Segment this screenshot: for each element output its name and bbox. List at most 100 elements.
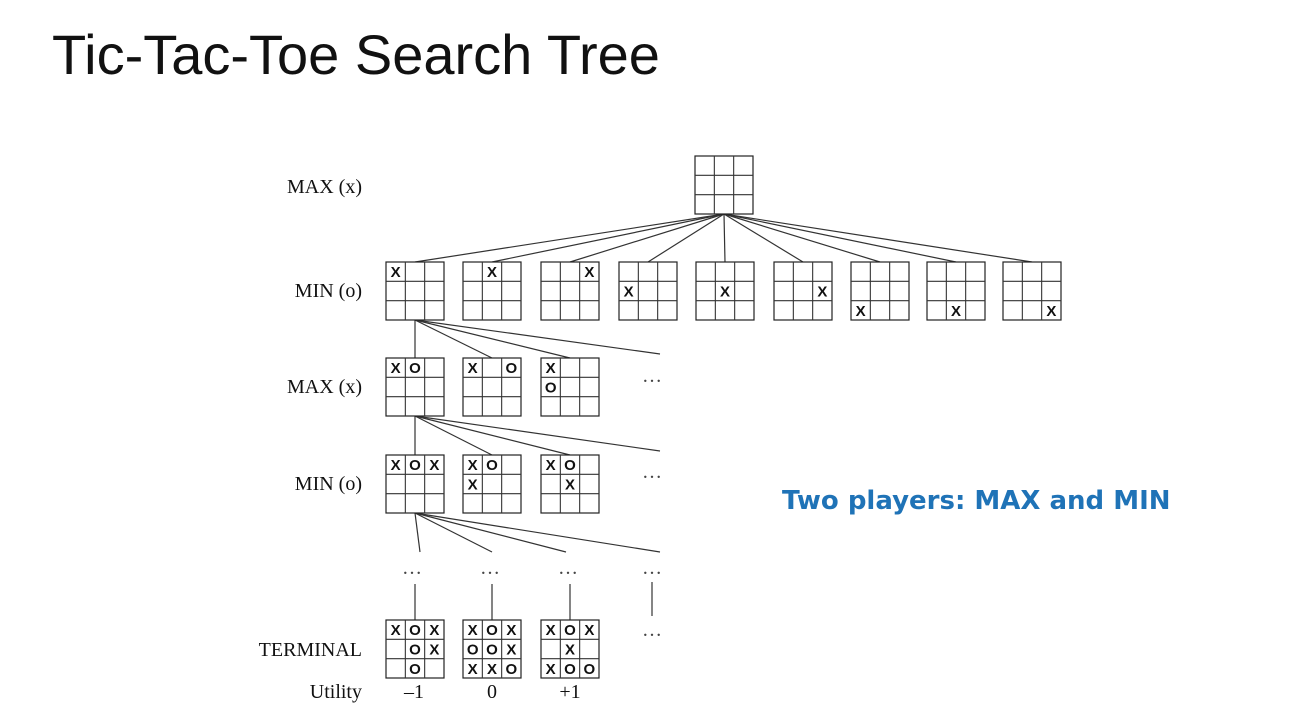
board-min-level-2: X [462,261,522,321]
utility-label: Utility [310,681,362,703]
board-frame [462,261,522,321]
board-mark: X [429,457,439,474]
edge-min-to-max-3 [414,319,571,359]
board-mark: O [564,622,576,639]
level-label-terminal: TERMINAL [259,639,362,661]
ellipsis-mid-3: … [558,557,578,579]
board-mark: X [624,284,634,301]
edge-root-to-min-9 [723,213,1033,263]
players-note: Two players: MAX and MIN [782,486,1171,516]
board-mark: X [546,622,556,639]
board-frame [385,619,445,679]
board-frame [385,454,445,514]
board-mark: X [468,661,478,678]
board-mark: X [487,661,497,678]
board-mark: O [486,642,498,659]
board-min-level-3: X [540,261,600,321]
board-mark: X [856,303,866,320]
board-mark: X [584,264,594,281]
board-mark: O [583,661,595,678]
board-mark: X [468,622,478,639]
board-frame [385,357,445,417]
board-mark: X [391,360,401,377]
level-label-min-2: MIN (o) [295,473,362,495]
board-frame [462,454,522,514]
board-mark: X [468,457,478,474]
board-mark: X [720,284,730,301]
board-frame [1002,261,1062,321]
board-frame [850,261,910,321]
board-mark: O [409,457,421,474]
ellipsis-mid-1: … [402,557,422,579]
board-max-level-3: XO [540,357,600,417]
board-mark: O [564,661,576,678]
ellipsis-mid-2: … [480,557,500,579]
board-mark: X [468,477,478,494]
board-mark: X [546,360,556,377]
edge-root-to-min-2 [491,213,725,263]
board-frame [695,261,755,321]
edge-min-to-more [414,319,661,355]
level-label-min-1: MIN (o) [295,280,362,302]
board-min-level-4: X [618,261,678,321]
edge-root-to-min-6 [723,213,804,263]
edge-to-deeper-4 [414,512,661,553]
board-frame [540,454,600,514]
edge-max-to-more [414,415,661,452]
board-frame [462,619,522,679]
board-frame [540,261,600,321]
board-mark: O [486,622,498,639]
board-frame [694,155,754,215]
board-mark: X [546,661,556,678]
edge-root-to-min-5 [723,213,726,263]
board-mark: X [951,303,961,320]
slide-title: Tic-Tac-Toe Search Tree [52,23,660,86]
ellipsis-mid-4: … [642,557,662,579]
edge-to-deeper-3 [414,512,567,553]
edge-root-to-min-7 [723,213,881,263]
board-mark: X [391,622,401,639]
edge-min-to-max-2 [414,319,493,359]
board-mark: O [467,642,479,659]
edge-max-to-min-3 [414,415,571,456]
edge-to-deeper-2 [414,512,493,553]
board-mark: X [546,457,556,474]
board-mark: X [565,477,575,494]
board-mark: X [391,264,401,281]
board-root [694,155,754,215]
board-mark: O [409,360,421,377]
edge-root-to-min-8 [723,213,957,263]
edge-root-to-min-4 [647,213,725,263]
board-mark: X [817,284,827,301]
board-frame [385,261,445,321]
board-mark: O [409,661,421,678]
board-frame [618,261,678,321]
board-mark: X [487,264,497,281]
ellipsis-level3: … [642,461,662,483]
board-frame [540,357,600,417]
level-label-max-2: MAX (x) [287,376,362,398]
board-mark: X [565,642,575,659]
board-mark: O [545,380,557,397]
board-min-level-6: X [773,261,833,321]
board-mark: O [505,360,517,377]
board-frame [926,261,986,321]
board-frame [540,619,600,679]
board-mark: X [506,622,516,639]
board-mark: O [409,642,421,659]
edge-to-deeper-1 [414,512,421,553]
edge-max-to-min-2 [414,415,493,456]
board-mark: X [391,457,401,474]
board-min-level-9: X [1002,261,1062,321]
board-mark: X [468,360,478,377]
board-frame [773,261,833,321]
board-mark: X [506,642,516,659]
board-mark: O [409,622,421,639]
